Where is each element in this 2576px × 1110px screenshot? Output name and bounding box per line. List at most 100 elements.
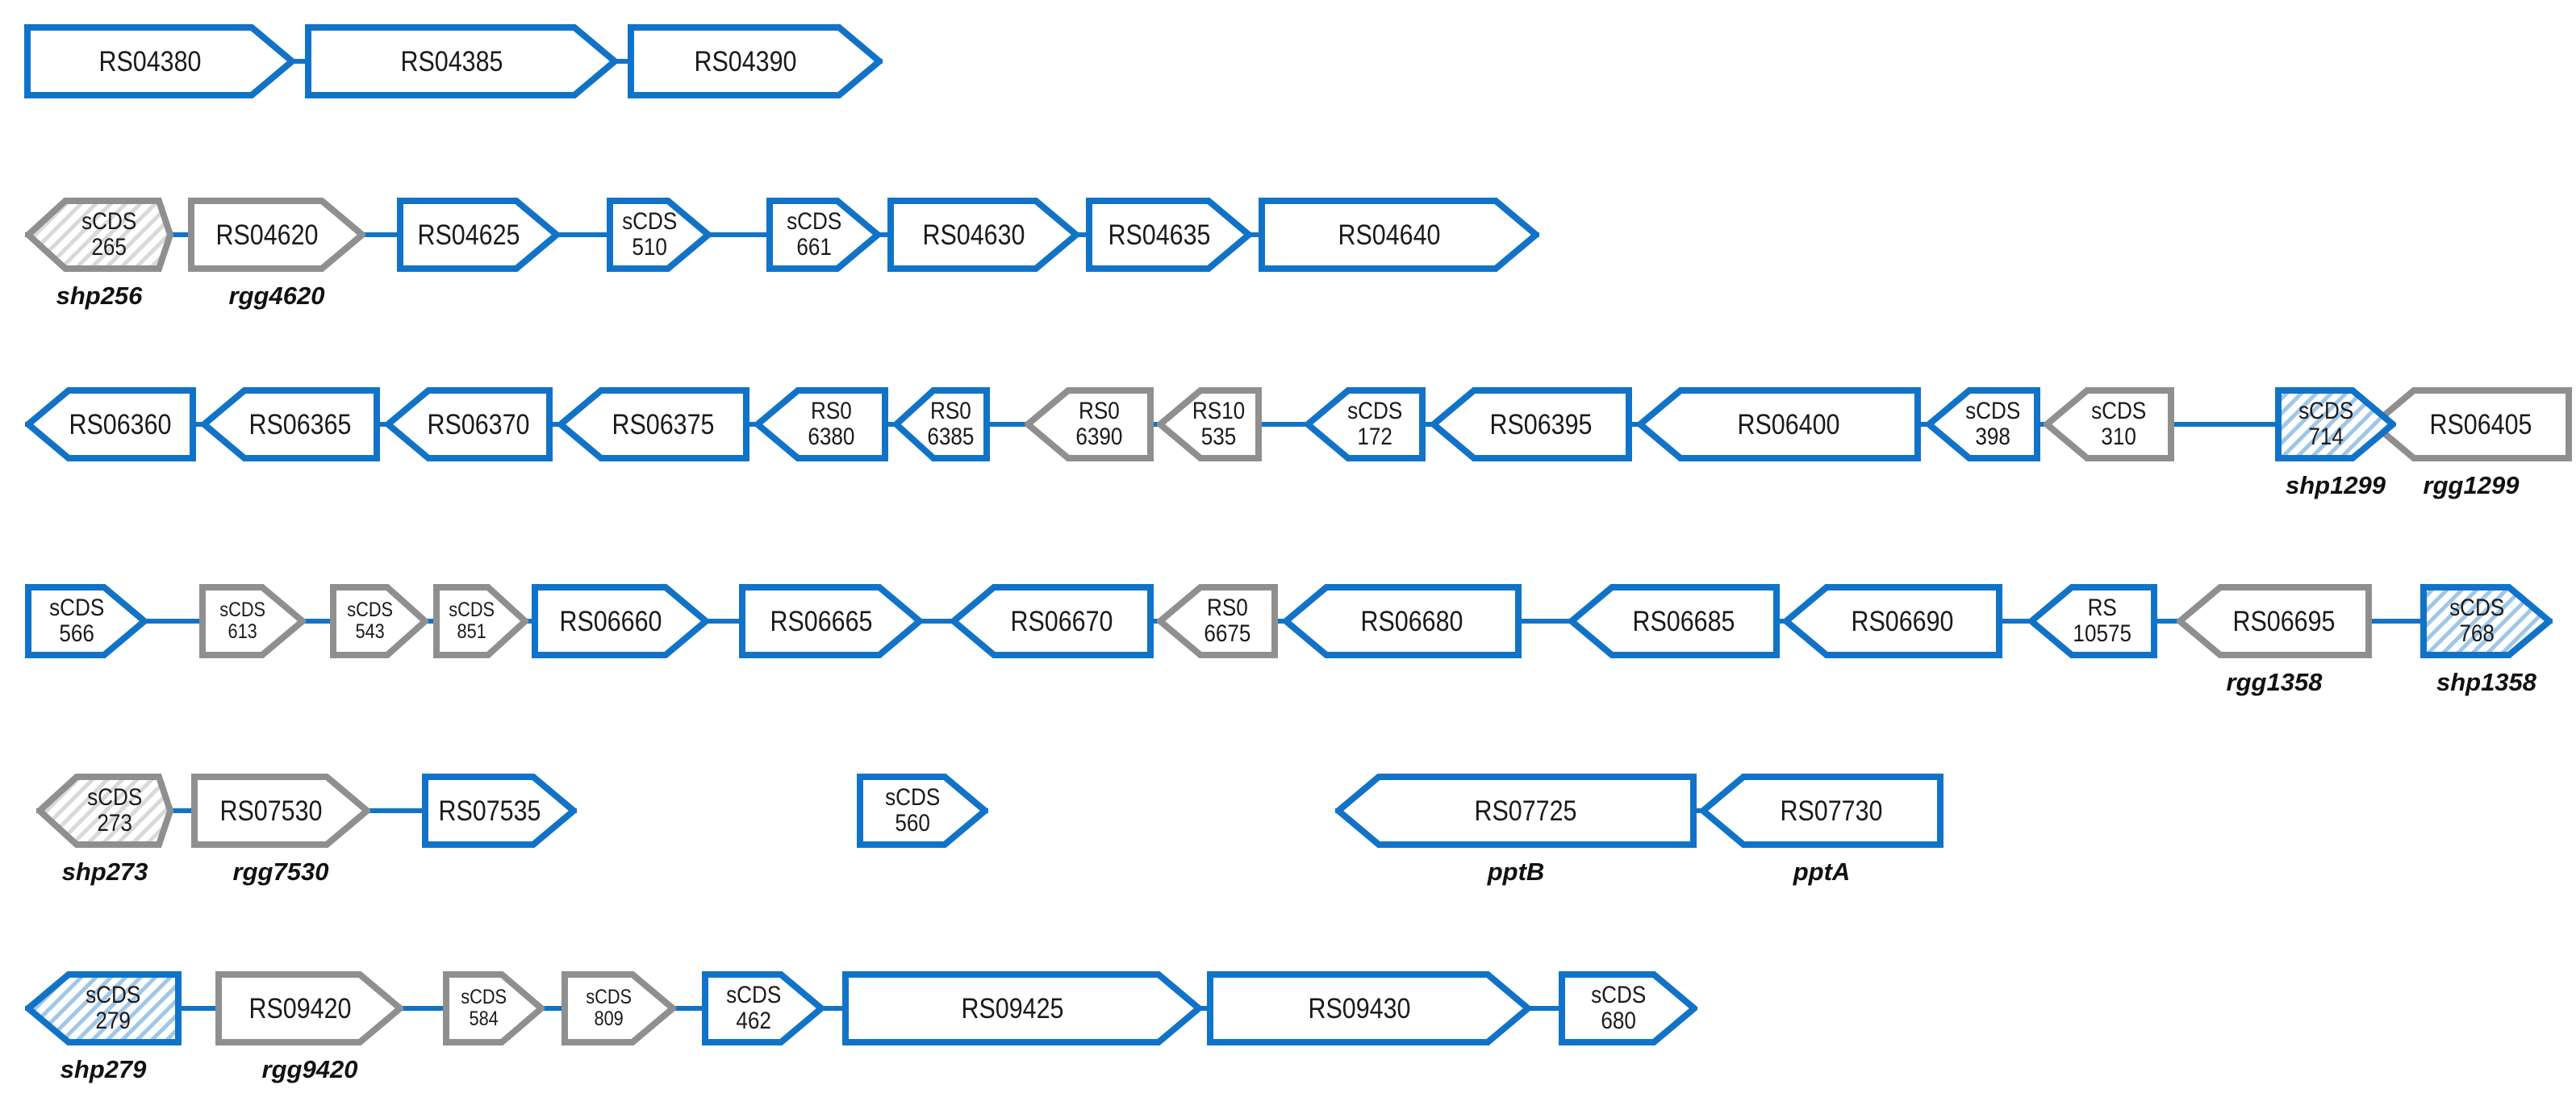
- gene-arrow-RS06660: RS06660: [532, 584, 709, 658]
- gene-label-RS06670: RS06670: [1010, 605, 1113, 637]
- gene-arrow-RS06400: RS06400: [1637, 387, 1921, 461]
- gene-arrow-RS09430: RS09430: [1207, 971, 1531, 1045]
- gene-name-label-shp279: shp279: [60, 1055, 147, 1083]
- gene-label-RS09430: RS09430: [1308, 992, 1411, 1024]
- gene-label-RS06395: RS06395: [1489, 408, 1593, 440]
- gene-name-label-rgg1358: rgg1358: [2226, 668, 2323, 696]
- gene-label-RS04640: RS04640: [1338, 219, 1441, 251]
- gene-arrow-RS07530: RS07530: [191, 774, 370, 848]
- gene-label-RS06665: RS06665: [770, 605, 873, 637]
- gene-label-RS07530: RS07530: [219, 795, 323, 827]
- gene-name-label-shp1299: shp1299: [2285, 471, 2386, 499]
- gene-arrow-RS04385: RS04385: [305, 24, 618, 98]
- gene-name-label-shp1358: shp1358: [2436, 668, 2537, 696]
- gene-label-RS06690: RS06690: [1851, 605, 1954, 637]
- gene-arrow-RS04625: RS04625: [397, 198, 560, 272]
- gene-arrow-RS07535: RS07535: [422, 774, 577, 848]
- gene-label-RS06695: RS06695: [2232, 605, 2336, 637]
- gene-label-RS06660: RS06660: [559, 605, 662, 637]
- gene-arrow-RS09425: RS09425: [842, 971, 1202, 1045]
- gene-arrow-RS06685: RS06685: [1568, 584, 1780, 658]
- gene-arrow-RS06405: RS06405: [2370, 387, 2572, 461]
- gene-arrow-RS06365: RS06365: [201, 387, 380, 461]
- gene-label-RS06365: RS06365: [248, 408, 352, 440]
- gene-arrow-RS06360: RS06360: [25, 387, 196, 461]
- gene-label-RS04380: RS04380: [98, 45, 202, 77]
- gene-arrow-RS06375: RS06375: [557, 387, 749, 461]
- gene-arrow-RS06695: RS06695: [2177, 584, 2372, 658]
- gene-arrow-RS06680: RS06680: [1283, 584, 1522, 658]
- gene-name-label-rgg4620: rgg4620: [228, 282, 325, 310]
- gene-label-RS09425: RS09425: [961, 992, 1064, 1024]
- gene-label-RS06360: RS06360: [69, 408, 172, 440]
- gene-name-label-rgg7530: rgg7530: [232, 858, 329, 886]
- gene-label-RS07725: RS07725: [1474, 795, 1577, 827]
- gene-arrow-RS04620: RS04620: [188, 198, 365, 272]
- gene-label-RS06375: RS06375: [612, 408, 715, 440]
- gene-name-label-pptB: pptB: [1487, 858, 1545, 886]
- gene-arrow-RS04640: RS04640: [1259, 198, 1539, 272]
- gene-label-RS07535: RS07535: [438, 795, 541, 827]
- gene-name-label-pptA: pptA: [1793, 858, 1851, 886]
- gene-label-RS06680: RS06680: [1360, 605, 1463, 637]
- gene-label-RS09420: RS09420: [248, 992, 351, 1024]
- gene-label-RS04635: RS04635: [1108, 219, 1211, 251]
- gene-label-RS06405: RS06405: [2429, 408, 2532, 440]
- gene-label-RS06400: RS06400: [1737, 408, 1840, 440]
- gene-arrow-RS07730: RS07730: [1700, 774, 1943, 848]
- gene-arrow-RS07725: RS07725: [1335, 774, 1697, 848]
- gene-arrow-RS06670: RS06670: [950, 584, 1154, 658]
- gene-arrow-RS06690: RS06690: [1783, 584, 2002, 658]
- gene-label-RS04620: RS04620: [215, 219, 319, 251]
- gene-label-RS04630: RS04630: [922, 219, 1025, 251]
- gene-name-label-rgg1299: rgg1299: [2423, 471, 2520, 499]
- gene-arrow-RS04635: RS04635: [1086, 198, 1252, 272]
- gene-name-label-shp256: shp256: [56, 282, 143, 310]
- gene-arrow-RS04390: RS04390: [628, 24, 883, 98]
- row3-backbone-line-1: [25, 422, 2570, 427]
- gene-arrow-RS06395: RS06395: [1430, 387, 1632, 461]
